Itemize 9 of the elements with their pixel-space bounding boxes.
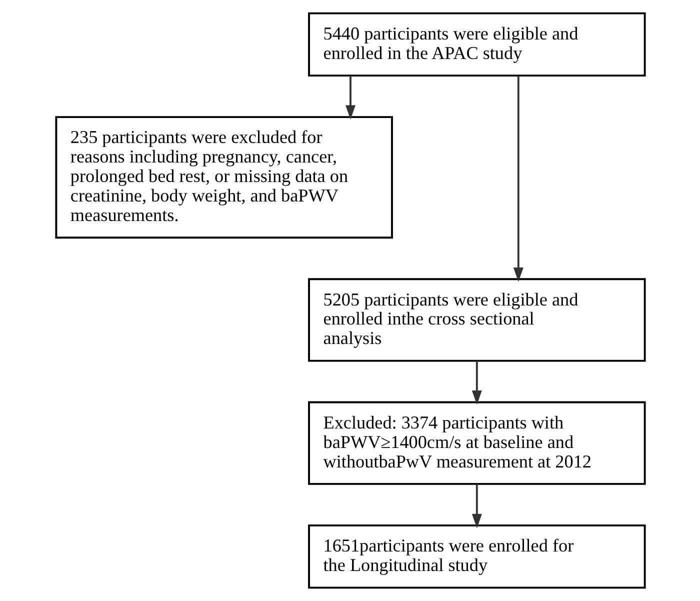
arrow (512, 76, 523, 282)
node-box: 5205 participants were eligible and enrolled inthe cross sectional analysis (308, 278, 646, 362)
arrow (345, 76, 355, 120)
node-box: 5440 participants were eligible and enrolled in the APAC study (308, 12, 646, 77)
arrow (471, 484, 482, 528)
node-box: 1651participants were enrolled for the Longitudinal study (308, 524, 646, 589)
arrow (471, 360, 482, 405)
node-box: 235 participants were excluded for reasons including pregnancy, cancer, prolonged bed rest, or missing data on creatinine, body weight, and baPWV measurements. (54, 116, 392, 239)
node-box: Excluded: 3374 participants with baPWV≥1400cm/s at baseline and withoutbaPwV measurement at 2012 (308, 401, 646, 485)
